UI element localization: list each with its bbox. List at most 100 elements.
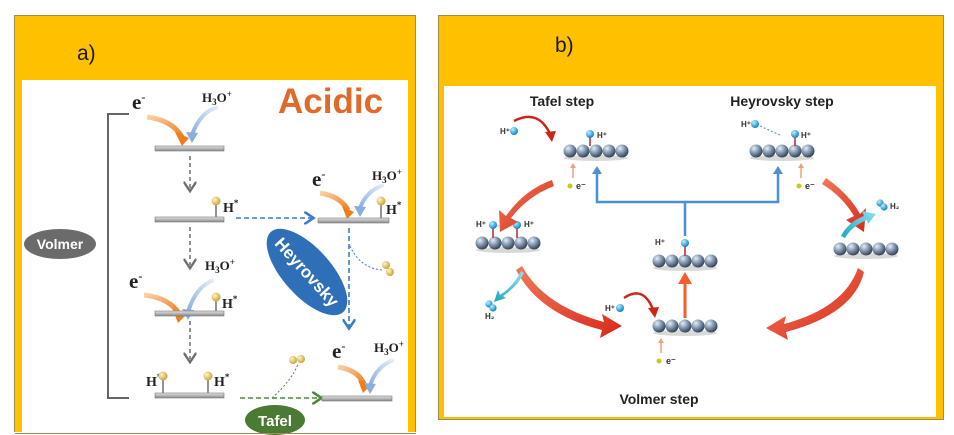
metal-atom [872,242,886,256]
svg-text:H⁺: H⁺ [741,120,751,129]
metal-atom [801,144,815,158]
svg-text:H⁺: H⁺ [655,238,665,247]
metal-atom [665,254,679,268]
volmer-h-surface [652,254,718,271]
tafel-two-h-surface [475,236,541,253]
h-ion-icon [616,304,624,312]
svg-text:H3O+: H3O+ [202,89,232,107]
heyrovsky-pill: Heyrovsky [266,228,348,316]
metal-atom [788,144,802,158]
svg-text:H⁺: H⁺ [605,304,615,313]
volmer-clean-surface [652,319,718,336]
metal-atom [501,236,515,250]
h-atom-icon [791,130,799,138]
cycle-arrow-tafel-down [499,180,554,232]
heyrovsky-h2-release: H₂ [841,199,900,238]
metal-atom [749,144,763,158]
svg-text:H*: H* [214,372,230,390]
metal-atom [833,242,847,256]
metal-atom [859,242,873,256]
h2-molecule-icon [382,261,390,269]
metal-atom [775,144,789,158]
volmer-step-2: e- H3O+ H* [129,257,238,359]
heyrovsky-step: e- H3O+ H* [312,167,402,327]
svg-text:H₂: H₂ [485,312,495,321]
electrode-surface [154,392,225,399]
volmer-to-adsorbed-arrow [678,272,692,318]
svg-text:H⁺: H⁺ [500,127,510,136]
metal-atom [514,236,528,250]
h-atom-icon [158,371,168,381]
svg-text:H⁺: H⁺ [801,131,811,140]
electron-icon [796,183,802,189]
svg-text:H3O+: H3O+ [205,257,235,275]
svg-text:H⁺: H⁺ [597,131,607,140]
electrode-surface [321,395,393,402]
acidic-her-diagram: Acidic Volmer e- H3O+ H* [24,82,404,435]
metal-atom [704,254,718,268]
metal-atom [691,319,705,333]
metal-atom [576,144,590,158]
metal-atom [589,144,603,158]
tafel-pill [245,405,305,435]
cycle-arrow-heyrovsky-to-volmer [766,268,864,340]
h-atom-icon [586,130,594,138]
hydronium-arrow [190,105,219,136]
tafel-h2-release: H₂ [485,271,524,321]
svg-text:H⁺: H⁺ [476,220,486,229]
h-atom-icon [681,239,689,247]
volmer-step-1: e- H3O+ [132,89,232,188]
metal-atom [475,236,489,250]
h-ion-icon [751,120,759,128]
h-atom-icon [489,221,497,229]
svg-text:e-: e- [332,339,345,363]
svg-text:e-: e- [312,167,325,191]
heyrovsky-step-adsorbates: H⁺ H⁺ e⁻ [741,120,815,191]
metal-atom [885,242,899,256]
metal-atom [615,144,629,158]
electrode-surface [154,145,225,152]
metal-atom [678,319,692,333]
svg-text:e⁻: e⁻ [805,181,815,191]
volmer-pill [24,229,96,259]
svg-text:H⁺: H⁺ [524,220,534,229]
electron-icon [656,358,662,364]
metal-atom [488,236,502,250]
svg-text:H*: H* [386,200,402,218]
h-atom-icon [211,292,221,302]
acidic-title: Acidic [278,82,383,121]
electrode-surface [317,217,390,224]
adsorbed-h-state-1: H* [154,196,239,266]
metal-atom [762,144,776,158]
svg-text:H3O+: H3O+ [372,167,402,185]
metal-atom [527,236,541,250]
metal-atom [652,254,666,268]
heyrovsky-clean-surface [833,242,899,259]
panel-a-label: a) [77,42,96,65]
cycle-arrow-tafel-to-volmer [516,266,622,338]
metal-atom [691,254,705,268]
svg-text:H*: H* [223,198,239,216]
h-atom-icon [203,371,213,381]
svg-text:e-: e- [129,269,142,293]
regenerated-surface-state: e- H3O+ [321,339,404,402]
tafel-step-surface [563,144,629,161]
svg-text:e-: e- [132,90,145,114]
svg-text:H₂: H₂ [890,202,900,211]
metal-atom [652,319,666,333]
volmer-adsorbed-h: H⁺ [655,238,689,256]
heyrovsky-step-title: Heyrovsky step [730,93,834,109]
metal-atom [563,144,577,158]
electron-icon [567,183,573,189]
metal-atom [602,144,616,158]
electrode-surface [154,310,225,317]
metal-atom [665,319,679,333]
panel-a-bottom-border [15,433,416,434]
h-atom-icon [376,196,386,206]
h-atom-icon [211,196,221,206]
tafel-step-title: Tafel step [530,93,594,109]
two-adsorbed-h-state: H* H* [146,371,230,399]
volmer-branch-connector [592,166,783,236]
h-ion-icon [510,127,518,135]
tafel-step-adsorbates: H⁺ H⁺ e⁻ [500,115,607,191]
